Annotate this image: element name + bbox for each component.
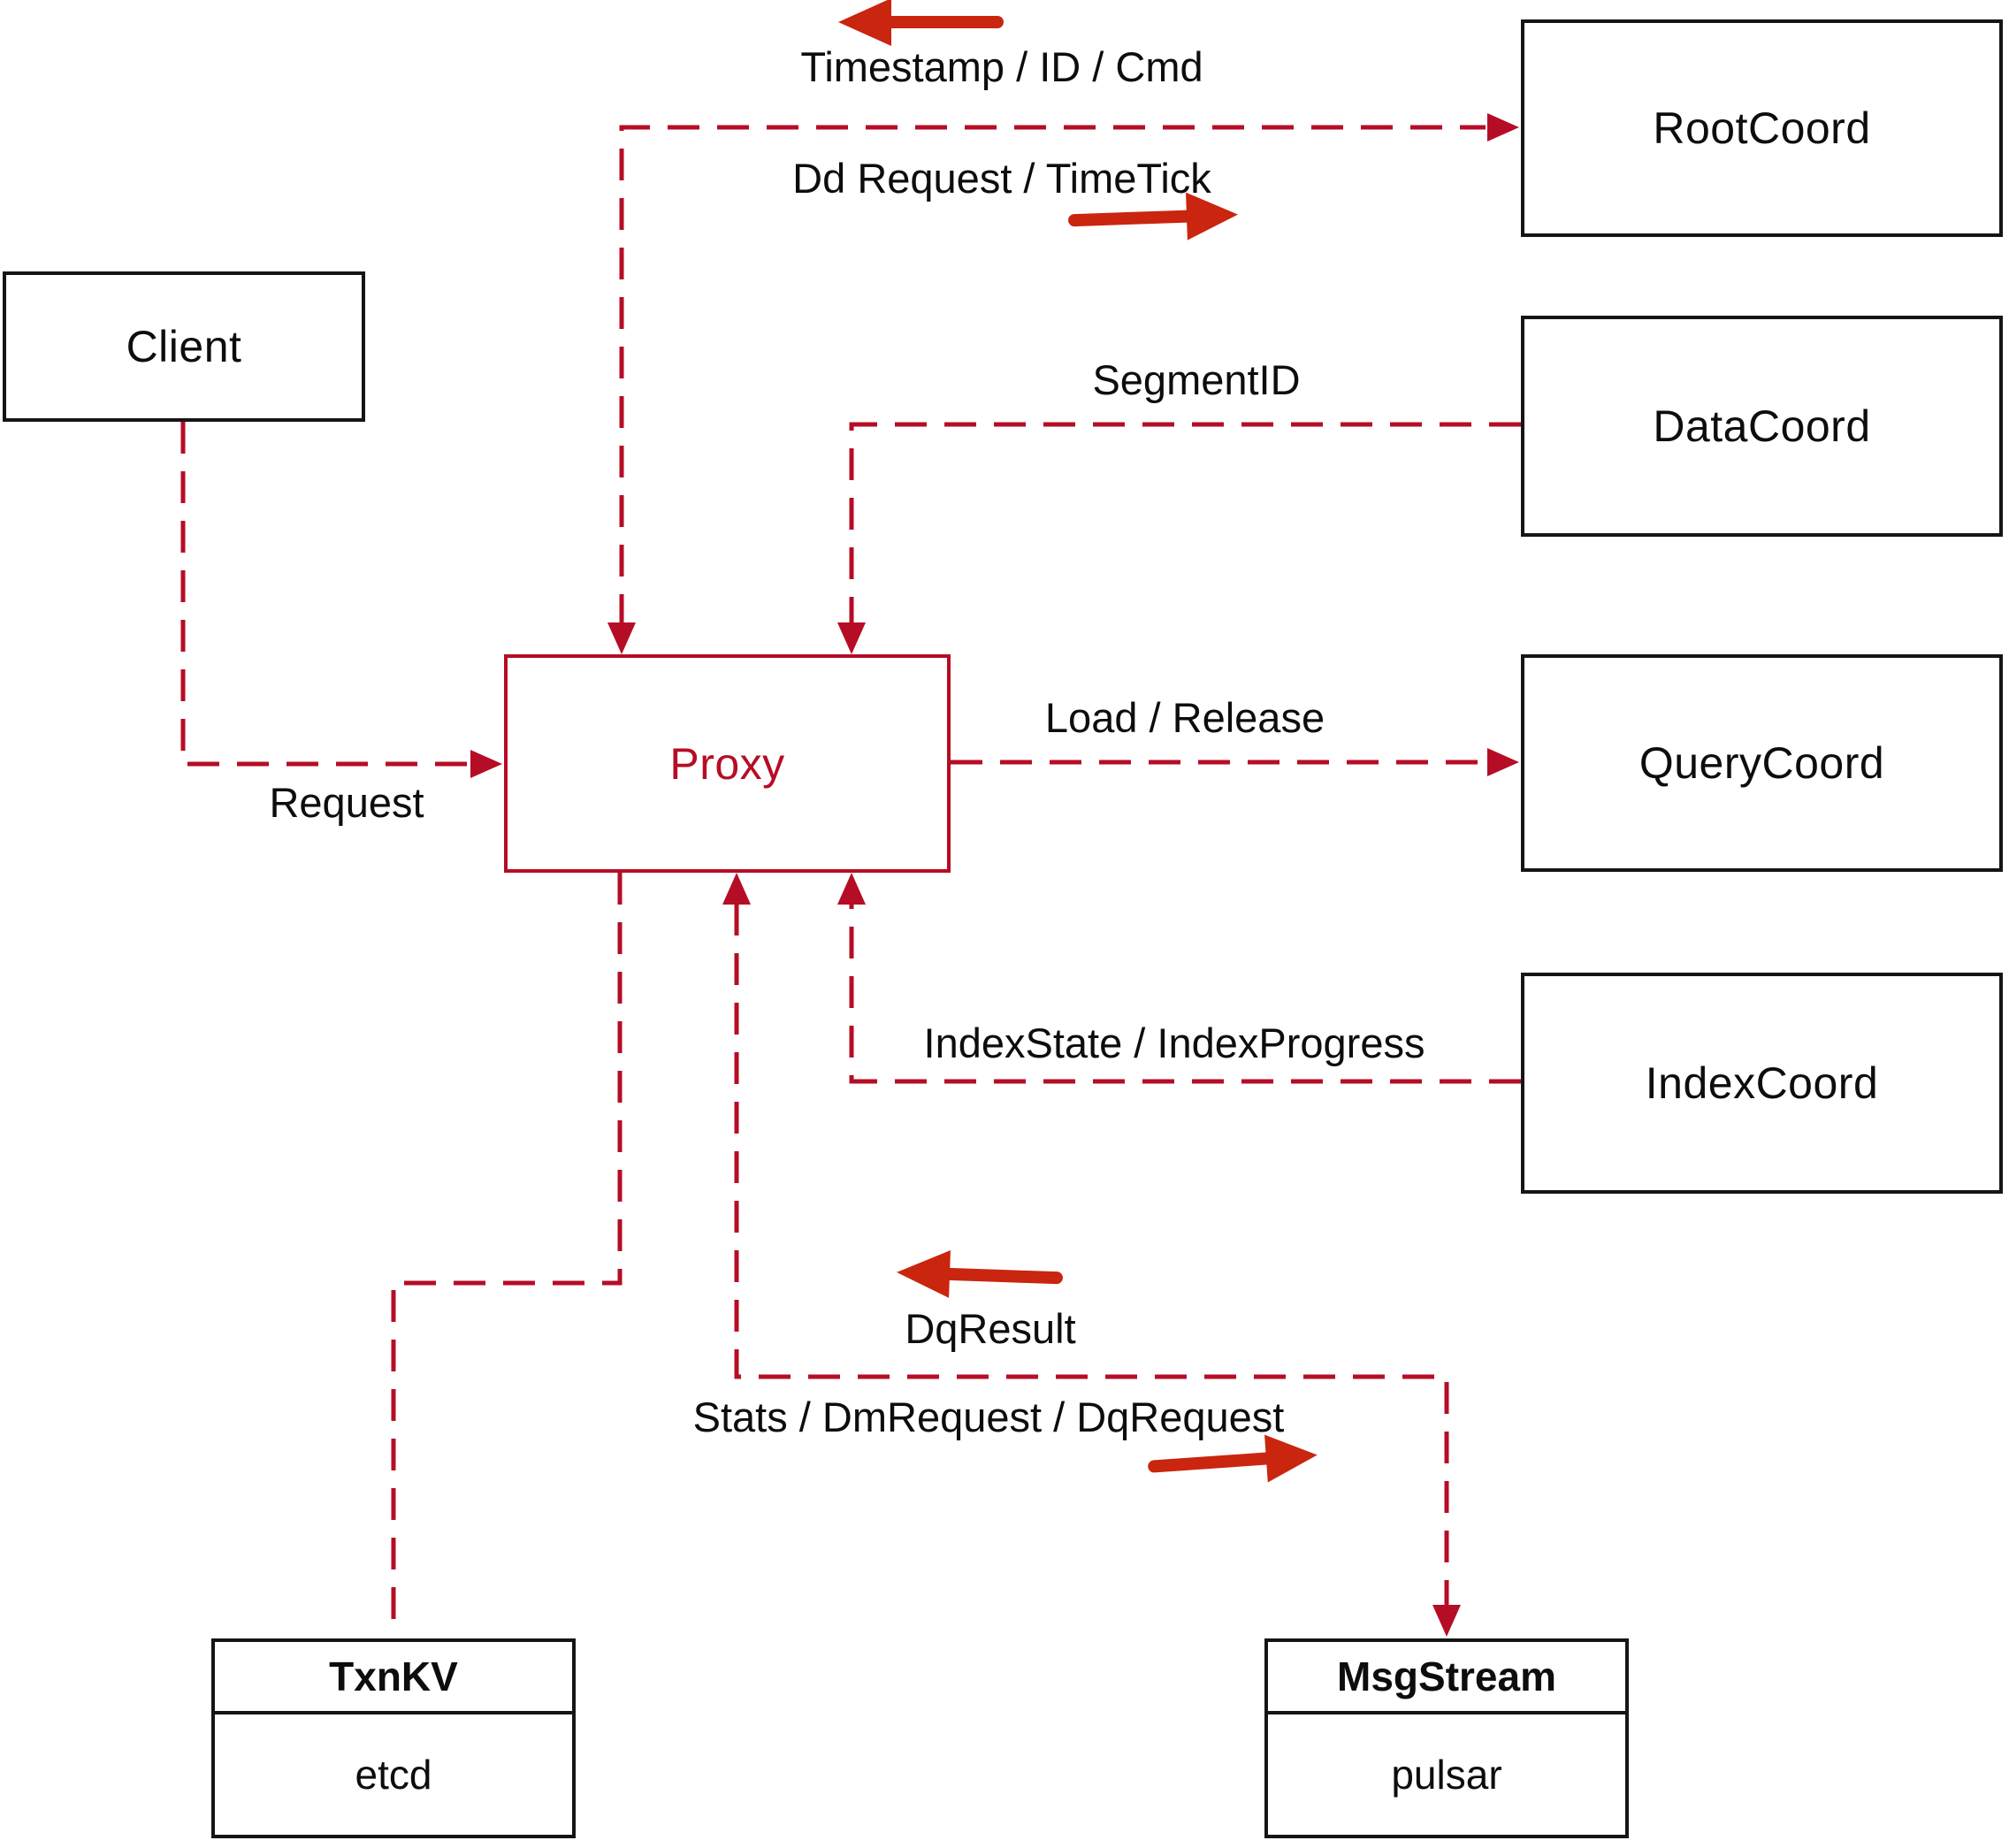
node-txnkv: TxnKV etcd: [211, 1638, 576, 1838]
node-msgstream-subtitle: pulsar: [1391, 1752, 1502, 1798]
node-datacoord-label: DataCoord: [1653, 401, 1871, 451]
direction-arrow-right-stats-icon: [1148, 1434, 1318, 1483]
direction-arrow-right-ddrequest-icon: [1068, 192, 1238, 241]
edge-label-load-release: Load / Release: [1044, 694, 1325, 741]
node-client: Client: [3, 271, 365, 422]
node-msgstream-title: MsgStream: [1268, 1642, 1625, 1714]
edge-label-segment-id: SegmentID: [1092, 356, 1301, 403]
edge-label-timestamp-id-cmd: Timestamp / ID / Cmd: [800, 43, 1203, 90]
edge-proxy-msgstream: [722, 873, 1461, 1637]
edge-datacoord-proxy: [837, 422, 1521, 654]
direction-arrow-left-timestamp-icon: [838, 0, 1004, 46]
edge-label-index-state: IndexState / IndexProgress: [923, 1019, 1425, 1066]
edge-label-stats-dm-dq: Stats / DmRequest / DqRequest: [692, 1394, 1285, 1440]
node-msgstream: MsgStream pulsar: [1264, 1638, 1629, 1838]
arrowhead-into-proxy-top-left-icon: [607, 622, 636, 654]
arrowhead-into-msgstream-icon: [1432, 1605, 1461, 1637]
node-txnkv-title: TxnKV: [215, 1642, 572, 1714]
node-indexcoord-label: IndexCoord: [1645, 1058, 1879, 1108]
direction-arrow-left-dqresult-icon: [897, 1249, 1063, 1298]
node-proxy-label: Proxy: [669, 738, 785, 789]
edge-proxy-txnkv: [391, 873, 623, 1637]
edge-client-proxy: [180, 422, 502, 778]
arrowhead-into-proxy-bottom-right-icon: [837, 873, 866, 905]
edge-label-dd-request-timetick: Dd Request / TimeTick: [792, 155, 1211, 202]
edge-proxy-querycoord: [951, 748, 1519, 776]
node-rootcoord: RootCoord: [1521, 19, 2003, 237]
edge-proxy-rootcoord: [607, 113, 1519, 654]
edge-label-request: Request: [269, 779, 424, 826]
arrowhead-into-proxy-left-icon: [470, 750, 502, 778]
node-txnkv-subtitle: etcd: [355, 1752, 432, 1798]
node-client-label: Client: [126, 322, 242, 371]
edge-label-dq-result: DqResult: [905, 1305, 1076, 1352]
node-querycoord-label: QueryCoord: [1639, 738, 1885, 788]
node-datacoord: DataCoord: [1521, 316, 2003, 537]
edge-indexcoord-proxy: [837, 873, 1521, 1084]
node-querycoord: QueryCoord: [1521, 654, 2003, 872]
arrowhead-into-querycoord-icon: [1487, 748, 1519, 776]
arrowhead-into-proxy-bottom-left-icon: [722, 873, 751, 905]
node-indexcoord: IndexCoord: [1521, 973, 2003, 1194]
node-proxy: Proxy: [504, 654, 951, 873]
arrowhead-into-rootcoord-icon: [1487, 113, 1519, 141]
node-rootcoord-label: RootCoord: [1653, 103, 1871, 153]
arrowhead-into-proxy-top-right-icon: [837, 622, 866, 654]
